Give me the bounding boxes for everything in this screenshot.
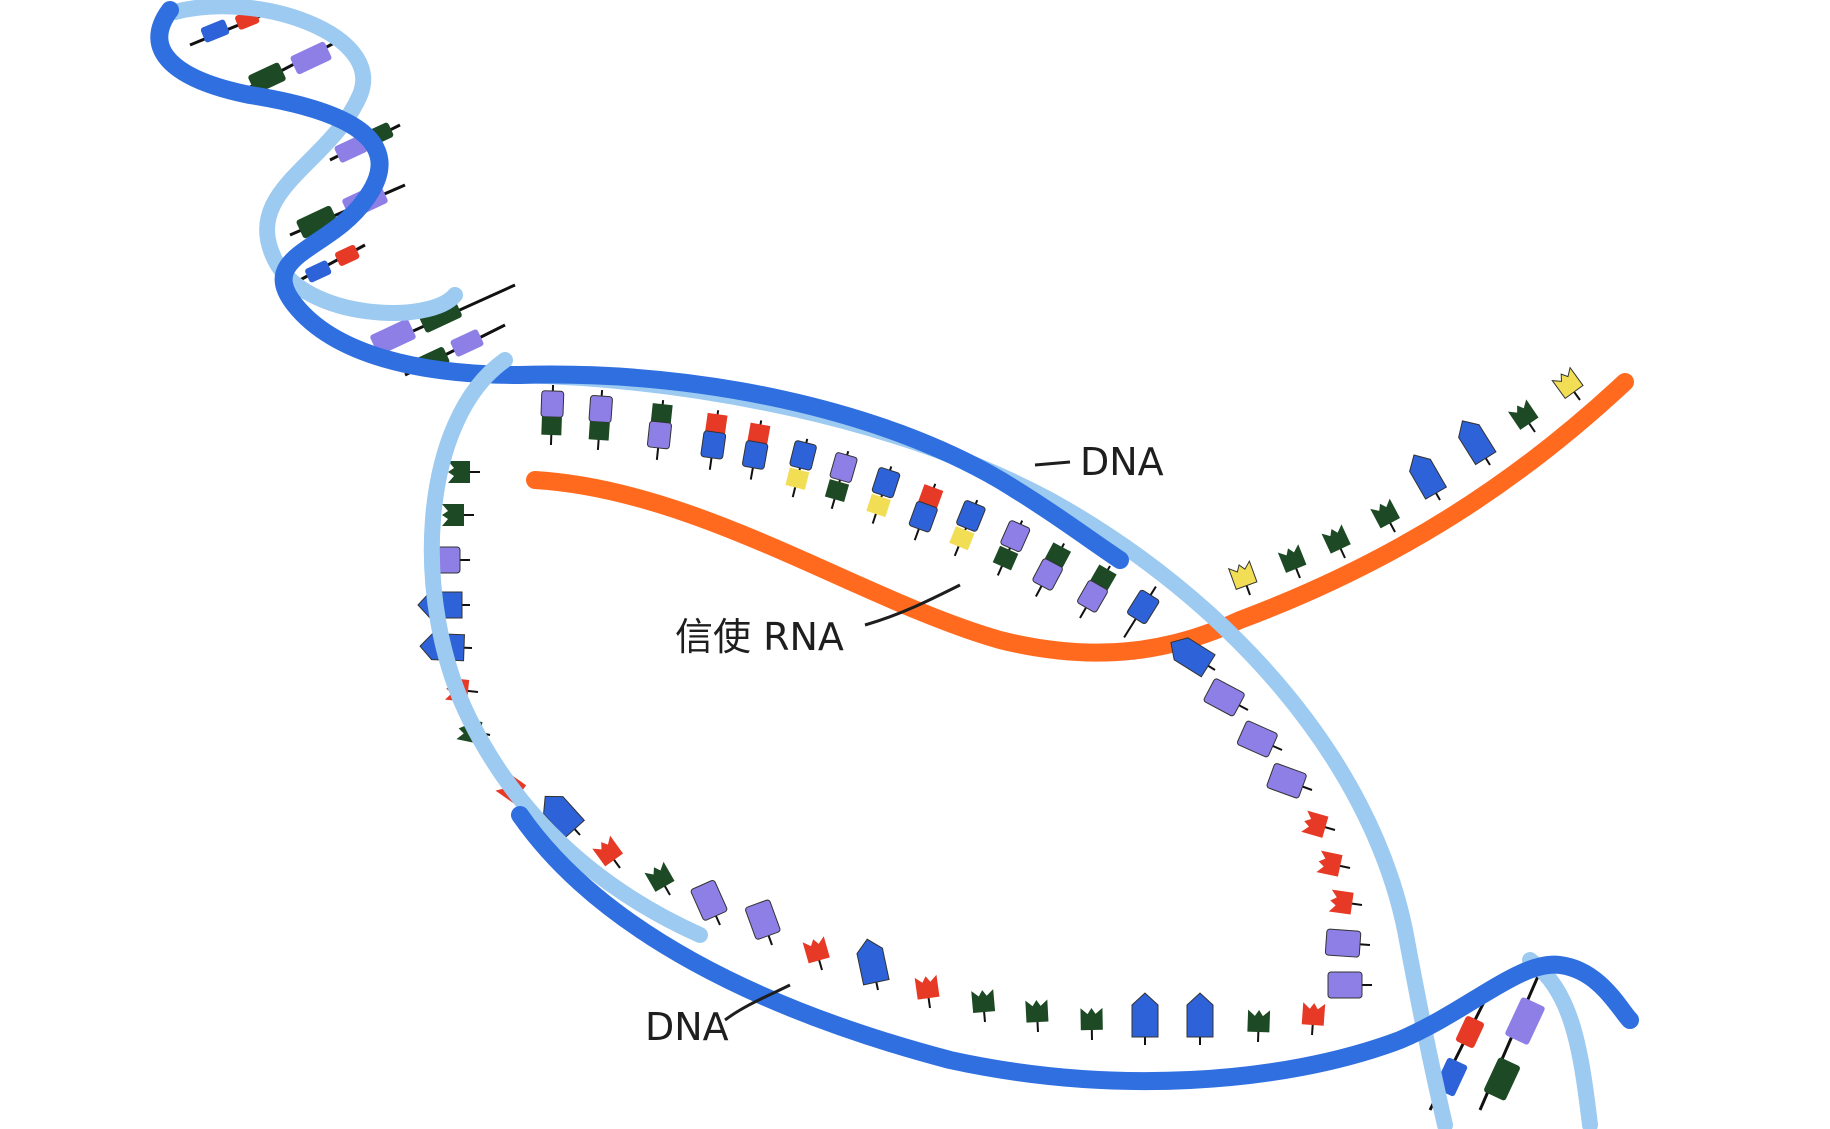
base-pair xyxy=(234,38,341,97)
dna-bottom-leader xyxy=(724,983,791,1022)
right-descending-bases xyxy=(1170,637,1372,999)
base-pair xyxy=(1478,959,1547,1111)
mrna-label: 信使 RNA xyxy=(675,615,844,659)
mrna-strand xyxy=(526,373,1634,662)
dna-bottom-label: DNA xyxy=(645,1005,729,1049)
dna-top-label: DNA xyxy=(1080,440,1164,484)
dark-dna-strand xyxy=(511,365,1639,1091)
base-pair xyxy=(299,243,366,283)
upper-helix-dark-strand xyxy=(150,1,529,384)
upper-helix-light-strand xyxy=(167,0,463,321)
mrna-leader xyxy=(864,583,961,627)
template-strand-bases xyxy=(540,384,1160,638)
coding-strand-bases xyxy=(417,461,1326,1045)
dna-top-leader xyxy=(1034,460,1071,467)
mrna-released-bases xyxy=(1227,366,1584,596)
